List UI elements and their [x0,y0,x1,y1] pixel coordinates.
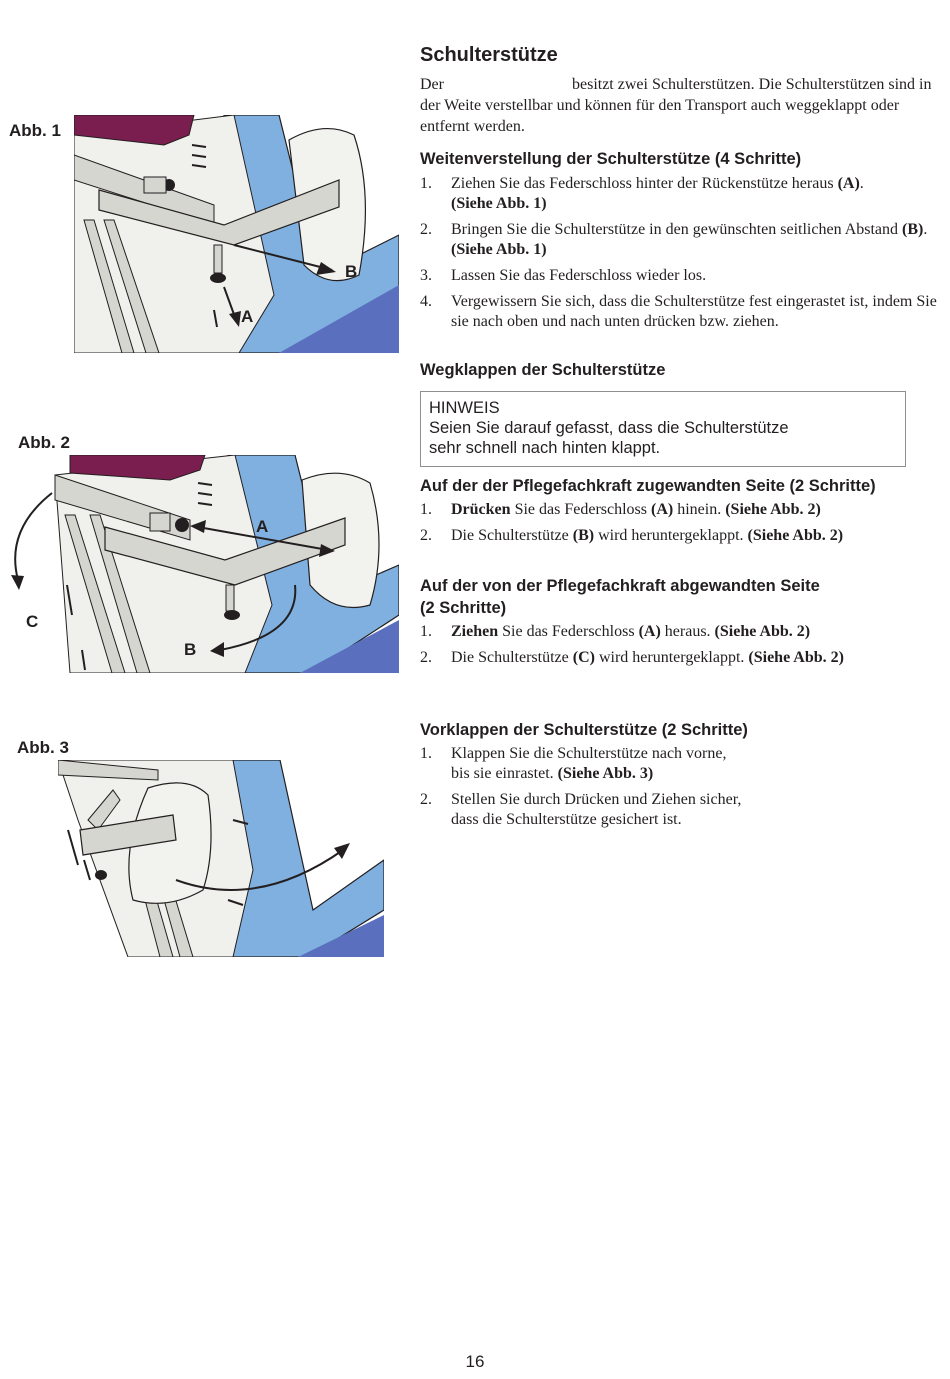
fold-away-heading: Wegklappen der Schulterstütze [420,361,666,379]
figure-2-callout-a: A [256,517,269,536]
figure-1-illustration [74,115,399,353]
list-item: 2. Die Schulterstütze (B) wird herunterg… [420,527,844,544]
note-text-line-1: Seien Sie darauf gefasst, dass die Schul… [429,419,789,437]
caregiver-side-heading: Auf der der Pflegefachkraft zugewandten … [420,477,876,495]
page-number: 16 [465,1352,485,1371]
list-item: 1. Drücken Sie das Federschloss (A) hine… [420,501,821,518]
list-item: 1. Ziehen Sie das Federschloss (A) herau… [420,623,811,640]
caregiver-side-section: Auf der der Pflegefachkraft zugewandten … [420,475,940,552]
far-side-section: Auf der von der Pflegefachkraft abgewand… [420,575,940,674]
fold-forward-heading: Vorklappen der Schulterstütze (2 Schritt… [420,721,748,739]
list-item: 1. Ziehen Sie das Federschloss hinter de… [420,175,864,212]
figure-2-label: Abb. 2 [18,433,70,452]
figure-2-callout-b: B [184,640,197,659]
width-adjust-steps: 1. Ziehen Sie das Federschloss hinter de… [420,174,940,332]
figure-2-illustration [10,455,399,673]
list-item: 2. Die Schulterstütze (C) wird herunterg… [420,649,844,666]
figure-1-callout-b: B [345,262,358,281]
list-item: 1. Klappen Sie die Schulterstütze nach v… [420,745,727,782]
figure-1-label: Abb. 1 [9,121,61,140]
note-title: HINWEIS [429,399,500,417]
list-item: 2. Stellen Sie durch Drücken und Ziehen … [420,791,742,828]
figure-3-illustration [58,760,384,957]
section-title: Schulterstütze [420,44,558,66]
figure-2-callout-c: C [26,612,39,631]
fold-forward-section: Vorklappen der Schulterstütze (2 Schritt… [420,719,940,836]
intro-start: Der [420,76,444,93]
figure-3-label: Abb. 3 [17,738,69,757]
figure-1-callout-a: A [241,307,254,326]
shoulder-support-fold-forward-illustration [58,760,384,957]
intro-rest: besitzt zwei Schulterstützen. Die Schult… [420,76,932,135]
note-box: HINWEIS Seien Sie darauf gefasst, dass d… [420,391,906,467]
width-adjust-heading: Weitenverstellung der Schulterstütze (4 … [420,150,802,168]
list-item: 4. Vergewissern Sie sich, dass die Schul… [420,293,937,330]
list-item: 2. Bringen Sie die Schulterstütze in den… [420,221,928,258]
shoulder-support-fold-back-illustration [10,455,399,673]
shoulder-support-width-illustration [74,115,399,353]
list-item: 3. Lassen Sie das Federschloss wieder lo… [420,267,707,284]
far-side-heading: Auf der von der Pflegefachkraft abgewand… [420,577,820,617]
note-text-line-2: sehr schnell nach hinten klappt. [429,439,661,457]
